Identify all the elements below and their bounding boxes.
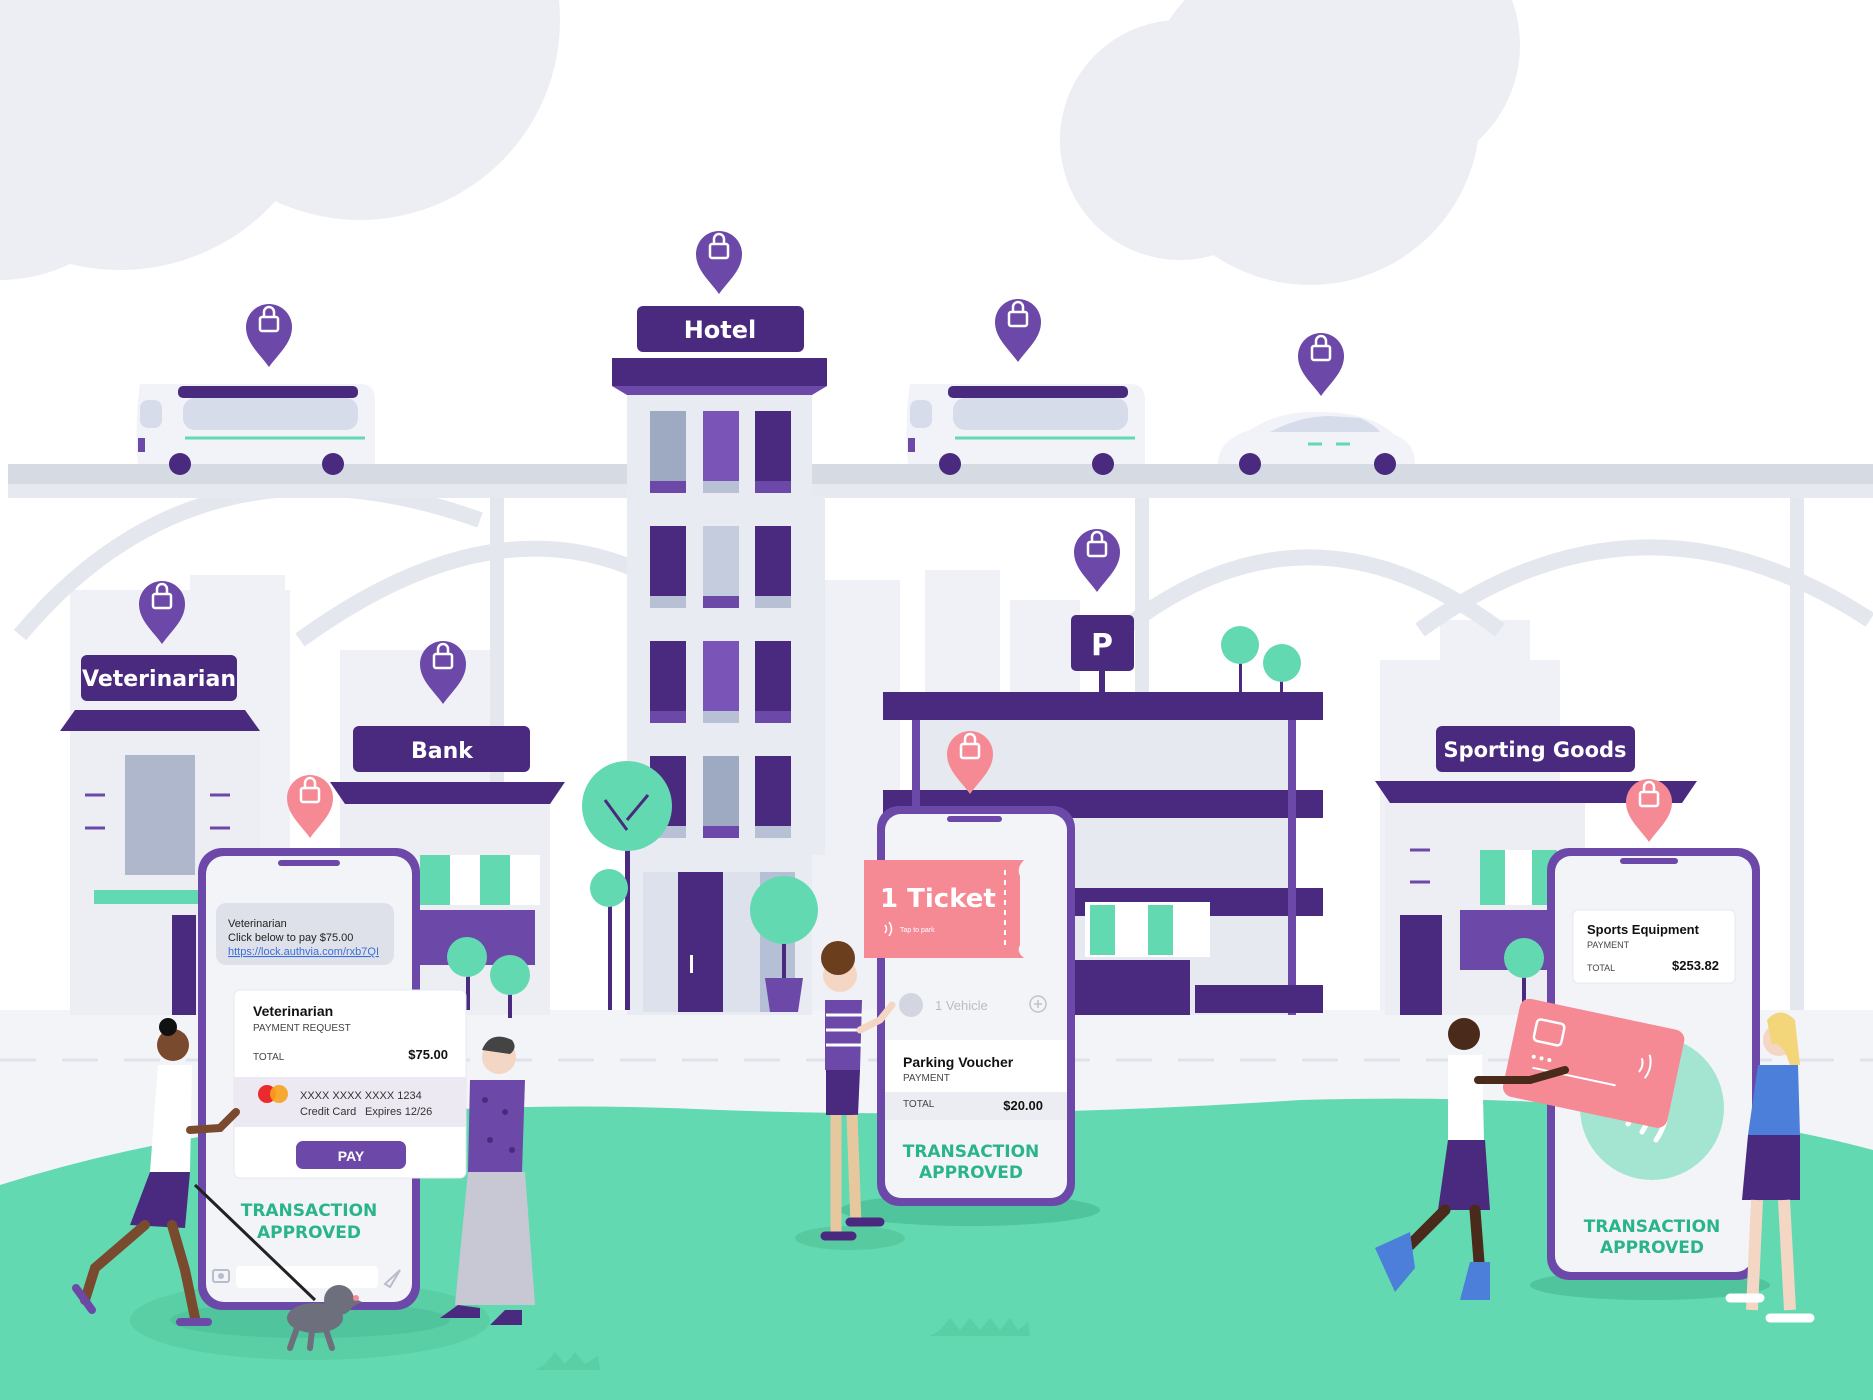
hotel-sign-label: Hotel [684,316,757,344]
car [1218,411,1415,475]
payment-card-title: Veterinarian [253,1003,333,1019]
sporting-goods-sign-label: Sporting Goods [1443,738,1626,762]
sports-status-line-1: TRANSACTION [1584,1217,1721,1237]
lock-pin-icon [1298,333,1344,396]
parking-ticket[interactable]: 1 Ticket Tap to park [864,860,1024,958]
card-type: Credit Card [300,1106,356,1118]
hotel-sign: Hotel [637,306,804,352]
parking-payment-card: Parking Voucher PAYMENT TOTAL $20.00 [885,1040,1067,1120]
total-label: TOTAL [253,1052,285,1063]
dog [287,1285,362,1351]
parking-sign-label: P [1091,628,1113,663]
rooftop-trees [1221,626,1301,692]
sms-message: Click below to pay $75.00 [228,932,353,944]
person-man-striped-shirt [820,941,896,1241]
sports-total-value: $253.82 [1672,958,1719,973]
camera-icon [212,1269,230,1283]
lock-pin-icon [246,304,292,367]
pay-button-label: PAY [338,1148,365,1164]
payment-card-subtitle: PAYMENT REQUEST [253,1023,351,1034]
bus-right [906,384,1145,475]
lock-pin-icon [287,775,333,838]
card-number: XXXX XXXX XXXX 1234 [300,1090,422,1102]
ticket-subtitle: Tap to park [900,927,935,934]
ticket-title: 1 Ticket [880,884,996,914]
payment-link[interactable]: https://lock.authvia.com/rxb7QI [228,946,379,958]
person-man-with-card [1375,1018,1569,1300]
parking-card-title: Parking Voucher [903,1054,1014,1070]
payment-card: Veterinarian PAYMENT REQUEST TOTAL $75.0… [233,989,467,1179]
parking-total-label: TOTAL [903,1099,935,1110]
clouds [0,0,1520,285]
sports-total-label: TOTAL [1587,963,1615,973]
parking-sign: P [1071,615,1134,692]
lock-pins [139,231,1672,842]
veterinarian-sign: Veterinarian [81,655,237,701]
parking-status-line-2: APPROVED [919,1163,1023,1183]
send-icon [383,1269,401,1289]
add-icon [1034,1000,1042,1008]
lock-pin-icon [696,231,742,294]
bank-sign-label: Bank [411,739,474,764]
lock-pin-icon [995,299,1041,362]
sporting-goods-sign: Sporting Goods [1436,726,1635,772]
status-line-1: TRANSACTION [241,1201,378,1221]
bank-sign: Bank [353,726,530,772]
vehicle-count: 1 Vehicle [935,998,988,1013]
credit-card-held [1502,998,1685,1128]
sports-payment-card: Sports Equipment PAYMENT TOTAL $253.82 [1572,909,1736,984]
sports-status-line-2: APPROVED [1600,1238,1704,1258]
grass-tufts [535,1318,1030,1370]
lock-pin-icon [1626,779,1672,842]
sports-card-title: Sports Equipment [1587,922,1700,937]
status-line-2: APPROVED [257,1223,361,1243]
contactless-icon [884,921,893,937]
total-value: $75.00 [408,1047,448,1062]
pay-button[interactable] [296,1141,406,1169]
person-woman-blonde [1725,1012,1815,1323]
sms-sender: Veterinarian [228,918,287,930]
lock-pin-icon [947,731,993,794]
lock-pin-icon [139,581,185,644]
parking-total-value: $20.00 [1003,1098,1043,1113]
street-trees [447,761,1544,1018]
bus-left [136,384,375,475]
phone-parking: 1 Ticket Tap to park 1 Vehicle Parking V… [840,806,1100,1226]
person-woman-with-dog [72,1018,362,1351]
sports-card-subtitle: PAYMENT [1587,940,1630,950]
person-woman-purple-sweater [440,1036,535,1325]
parking-status-line-1: TRANSACTION [903,1142,1040,1162]
contactless-icon [1638,1054,1652,1079]
lock-pin-icon [1074,529,1120,592]
veterinarian-sign-label: Veterinarian [82,667,236,692]
mastercard-icon [258,1085,288,1103]
sms-bubble: Veterinarian Click below to pay $75.00 h… [216,903,394,965]
lock-pin-icon [420,641,466,704]
vehicle-row[interactable]: 1 Vehicle [899,993,1047,1017]
card-expiry: Expires 12/26 [365,1106,432,1118]
parking-card-subtitle: PAYMENT [903,1073,950,1084]
